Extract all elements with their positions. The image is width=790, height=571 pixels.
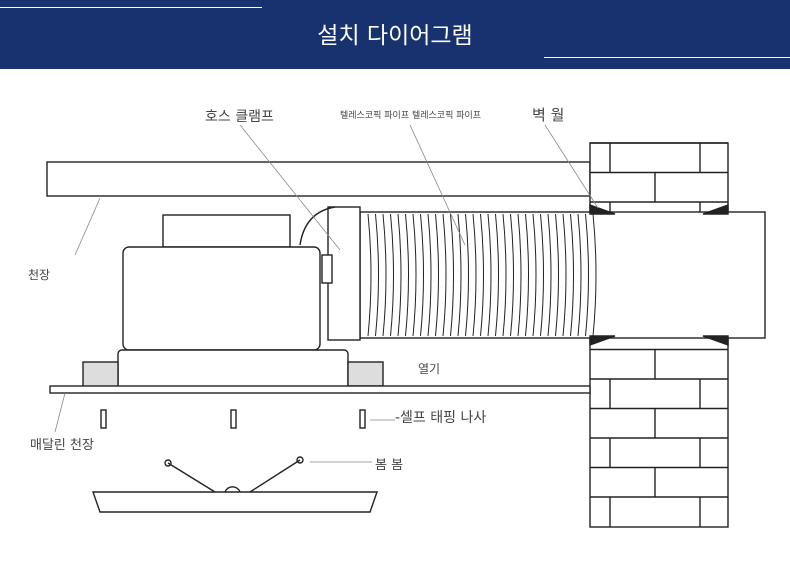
- pipe-rib: [427, 213, 432, 337]
- label-heat: 열기: [418, 362, 441, 376]
- springs: [164, 456, 304, 493]
- pipe-rib: [517, 213, 522, 337]
- pipe-rib: [397, 213, 402, 337]
- pipe-rib: [465, 213, 469, 337]
- label-suspended-ceiling: 매달린 천장: [30, 438, 94, 453]
- pipe-rib: [592, 213, 597, 337]
- divider: [0, 7, 262, 8]
- pipe-rib: [555, 213, 559, 337]
- page-title: 설치 다이어그램: [317, 23, 473, 49]
- pipe-rib: [405, 213, 409, 337]
- label-wall: 벽 월: [532, 106, 565, 124]
- pipe-rib: [510, 213, 514, 337]
- pipe-rib: [577, 213, 582, 337]
- label-screw: -셀프 태핑 나사: [395, 410, 487, 426]
- pipe-rib: [562, 213, 567, 337]
- pipe-rib: [442, 213, 447, 337]
- grille-panel: [92, 491, 378, 513]
- wall-seal: [589, 204, 729, 346]
- pipe-rib: [457, 213, 462, 337]
- label-hose-clamp: 호스 클램프: [205, 109, 274, 125]
- pipe-rib: [570, 213, 574, 337]
- screws: [100, 409, 366, 429]
- pipe-rib: [547, 213, 552, 337]
- pipe-rib: [502, 213, 507, 337]
- pipe-rib: [487, 213, 492, 337]
- hose-clamp-collar: [299, 206, 361, 341]
- pipe-rib: [412, 213, 417, 337]
- pipe-rib: [435, 213, 439, 337]
- label-telescopic-pipe: 텔레스코픽 파이프 텔레스코픽 파이프: [340, 111, 482, 121]
- ceiling-plate: [49, 385, 591, 394]
- duct-pipe: [359, 211, 766, 339]
- pipe-rib: [480, 213, 484, 337]
- pipe-rib: [390, 213, 394, 337]
- leader-lines: [54, 124, 599, 463]
- fan-unit: [82, 214, 384, 393]
- pipe-rib: [495, 213, 499, 337]
- pipe-rib: [532, 213, 537, 337]
- pipe-rib: [420, 213, 424, 337]
- ceiling-board: [46, 161, 591, 197]
- pipe-rib: [375, 213, 379, 337]
- header-banner: 설치 다이어그램: [0, 0, 790, 69]
- pipe-rib: [450, 213, 454, 337]
- label-spring: 봄 봄: [375, 458, 404, 473]
- label-ceiling: 천장: [28, 268, 51, 282]
- pipe-rib: [585, 213, 589, 337]
- pipe-rib: [382, 213, 387, 337]
- pipe-rib: [540, 213, 544, 337]
- pipe-rib: [472, 213, 477, 337]
- pipe-rib: [367, 213, 372, 337]
- pipe-rib: [525, 213, 529, 337]
- divider: [544, 57, 790, 58]
